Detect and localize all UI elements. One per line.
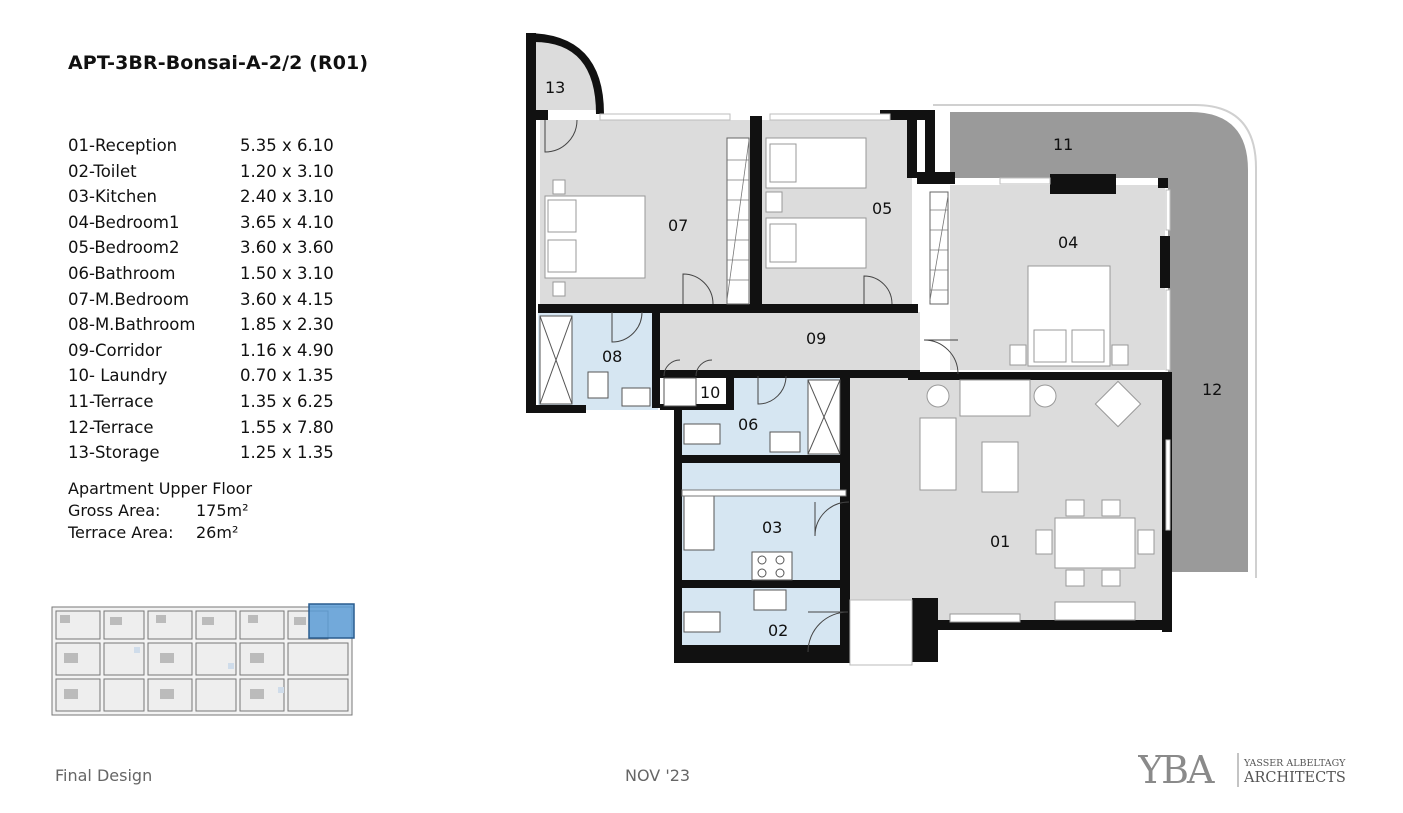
dining-table xyxy=(1054,517,1136,569)
room-size: 0.70 x 1.35 xyxy=(240,366,334,386)
room-name: 03-Kitchen xyxy=(68,187,157,207)
terrace-area-row: Terrace Area: 26m² xyxy=(68,522,252,544)
floor-plan: 13 07 05 11 04 09 08 10 06 12 03 01 02 xyxy=(526,33,1257,666)
room-name: 12-Terrace xyxy=(68,417,154,437)
room-row: 09-Corridor 1.16 x 4.90 xyxy=(68,338,334,364)
room-row: 02-Toilet 1.20 x 3.10 xyxy=(68,159,334,185)
gross-area-label: Gross Area: xyxy=(68,501,161,520)
room-row: 13-Storage 1.25 x 1.35 xyxy=(68,440,334,466)
label-room-05: 05 xyxy=(872,199,892,218)
room-row: 05-Bedroom2 3.60 x 3.60 xyxy=(68,235,334,261)
room-row: 10- Laundry 0.70 x 1.35 xyxy=(68,363,334,389)
label-room-07: 07 xyxy=(668,216,688,235)
room-name: 11-Terrace xyxy=(68,391,154,411)
footer-date: NOV '23 xyxy=(625,766,691,785)
footer-status: Final Design xyxy=(55,766,153,785)
room-size: 2.40 x 3.10 xyxy=(240,187,334,207)
entrance[interactable] xyxy=(849,599,913,666)
room-name: 07-M.Bedroom xyxy=(68,289,190,309)
room-row: 12-Terrace 1.55 x 7.80 xyxy=(68,415,334,441)
summary-heading: Apartment Upper Floor xyxy=(68,479,253,498)
highlighted-unit xyxy=(308,603,355,639)
terrace-area-label: Terrace Area: xyxy=(68,523,174,542)
room-name: 08-M.Bathroom xyxy=(68,315,196,335)
firm-logo: YBA YASSER ALBELTAGY ARCHITECTS xyxy=(1138,748,1346,792)
cooktop xyxy=(751,551,793,581)
terrace-outline xyxy=(933,104,1257,578)
label-room-13: 13 xyxy=(545,78,565,97)
label-room-12: 12 xyxy=(1202,380,1222,399)
room-size: 1.50 x 3.10 xyxy=(240,263,334,283)
logo-line1: YASSER ALBELTAGY xyxy=(1243,758,1346,769)
label-room-10: 10 xyxy=(700,383,720,402)
room-name: 06-Bathroom xyxy=(68,263,176,283)
room-size: 1.20 x 3.10 xyxy=(240,161,334,181)
gross-area-row: Gross Area: 175m² xyxy=(68,500,252,522)
kitchen-sink xyxy=(683,495,715,551)
label-room-11: 11 xyxy=(1053,135,1073,154)
terrace-area-value: 26m² xyxy=(196,523,239,542)
label-room-08: 08 xyxy=(602,347,622,366)
room-row: 07-M.Bedroom 3.60 x 4.15 xyxy=(68,287,334,313)
room-name: 04-Bedroom1 xyxy=(68,212,180,232)
sofa xyxy=(959,379,1031,417)
room-row: 08-M.Bathroom 1.85 x 2.30 xyxy=(68,312,334,338)
label-room-03: 03 xyxy=(762,518,782,537)
label-room-01: 01 xyxy=(990,532,1010,551)
room-name: 02-Toilet xyxy=(68,161,137,181)
key-plan xyxy=(50,603,360,719)
gross-area-value: 175m² xyxy=(196,501,249,520)
room-name: 10- Laundry xyxy=(68,366,168,386)
logo-mark: YBA xyxy=(1138,748,1215,792)
room-name: 13-Storage xyxy=(68,443,160,463)
room-size: 1.55 x 7.80 xyxy=(240,417,334,437)
coffee-table xyxy=(981,441,1019,493)
plan-title: APT-3BR-Bonsai-A-2/2 (R01) xyxy=(68,52,369,74)
label-room-02: 02 xyxy=(768,621,788,640)
area-summary: Apartment Upper Floor Gross Area: 175m² T… xyxy=(68,478,252,544)
label-room-04: 04 xyxy=(1058,233,1078,252)
room-row: 01-Reception 5.35 x 6.10 xyxy=(68,133,334,159)
label-room-09: 09 xyxy=(806,329,826,348)
room-row: 06-Bathroom 1.50 x 3.10 xyxy=(68,261,334,287)
kitchen-counter xyxy=(681,489,847,497)
room-size: 1.25 x 1.35 xyxy=(240,443,334,463)
room-size: 1.85 x 2.30 xyxy=(240,315,334,335)
room-name: 01-Reception xyxy=(68,136,178,155)
room-13-floor xyxy=(533,38,600,110)
armchair xyxy=(1094,380,1142,428)
room-size: 3.65 x 4.10 xyxy=(240,212,334,232)
room-size: 3.60 x 4.15 xyxy=(240,289,334,309)
room-09-floor xyxy=(660,312,920,374)
room-size: 1.16 x 4.90 xyxy=(240,340,334,360)
logo-line2: ARCHITECTS xyxy=(1243,770,1346,786)
label-room-06: 06 xyxy=(738,415,758,434)
room-size: 5.35 x 6.10 xyxy=(240,136,334,155)
room-size: 3.60 x 3.60 xyxy=(240,238,334,258)
room-row: 03-Kitchen 2.40 x 3.10 xyxy=(68,184,334,210)
room-size: 1.35 x 6.25 xyxy=(240,391,334,411)
room-name: 09-Corridor xyxy=(68,340,162,360)
room-name: 05-Bedroom2 xyxy=(68,238,180,258)
room-row: 11-Terrace 1.35 x 6.25 xyxy=(68,389,334,415)
room-schedule: 01-Reception 5.35 x 6.10 02-Toilet 1.20 x … xyxy=(68,133,334,466)
room-row: 04-Bedroom1 3.65 x 4.10 xyxy=(68,210,334,236)
